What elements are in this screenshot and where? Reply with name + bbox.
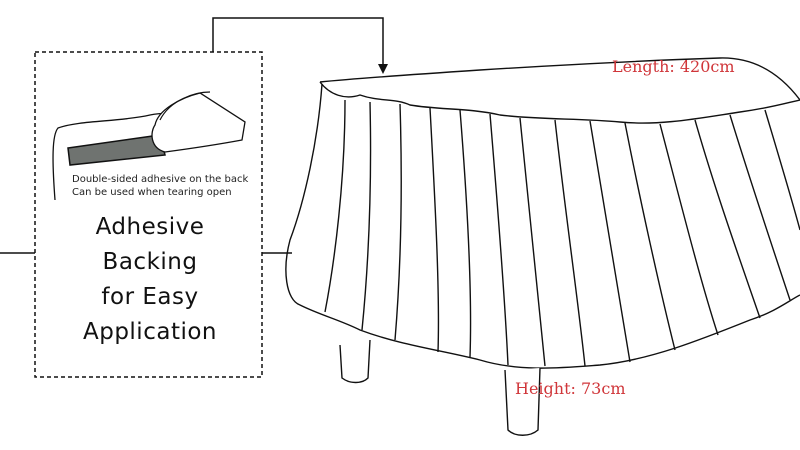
table-skirt-illustration (285, 57, 800, 436)
headline-line-4: Application (82, 319, 217, 345)
headline-line-1: Adhesive (95, 214, 205, 240)
note-line-1: Double-sided adhesive on the back (72, 174, 249, 185)
callout-box (34, 51, 263, 378)
adhesive-note: Double-sided adhesive on the back Can be… (72, 173, 248, 199)
arrowhead-icon (378, 64, 388, 74)
adhesive-strip-illustration (52, 91, 246, 201)
headline-line-2: Backing (102, 249, 198, 275)
callout-headline: Adhesive Backing for Easy Application (40, 210, 260, 350)
length-label: Length: 420cm (612, 57, 735, 76)
height-label: Height: 73cm (515, 379, 626, 398)
note-line-2: Can be used when tearing open (72, 187, 232, 198)
headline-line-3: for Easy (101, 284, 199, 310)
